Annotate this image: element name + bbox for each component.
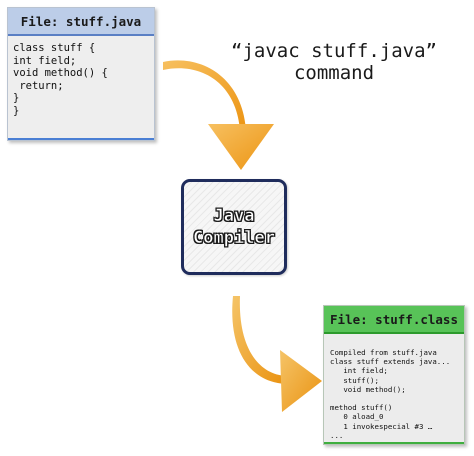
source-file-panel: File: stuff.java class stuff { int field… — [7, 7, 155, 141]
arrow-shaft-1 — [163, 60, 246, 130]
arrow-head-2 — [280, 350, 322, 412]
bytecode-listing: Compiled from stuff.java class stuff ext… — [330, 348, 451, 440]
source-file-title: File: stuff.java — [8, 8, 154, 36]
command-text: “javac stuff.java” — [231, 40, 437, 62]
source-panel-rule — [8, 138, 154, 140]
arrow-shaft-2 — [232, 296, 286, 384]
class-file-panel: File: stuff.class Compiled from stuff.ja… — [323, 305, 465, 445]
class-file-title: File: stuff.class — [324, 306, 464, 334]
source-code: class stuff { int field; void method() {… — [13, 42, 108, 117]
class-panel-rule — [324, 442, 464, 444]
arrow-head-1 — [208, 124, 274, 170]
compiler-label-compiler: Compiler — [193, 228, 275, 249]
command-label: command — [293, 62, 375, 84]
java-compiler-box: Java Compiler — [181, 179, 287, 275]
command-caption: “javac stuff.java” command — [205, 40, 463, 84]
compiler-label-java: Java — [213, 206, 255, 227]
